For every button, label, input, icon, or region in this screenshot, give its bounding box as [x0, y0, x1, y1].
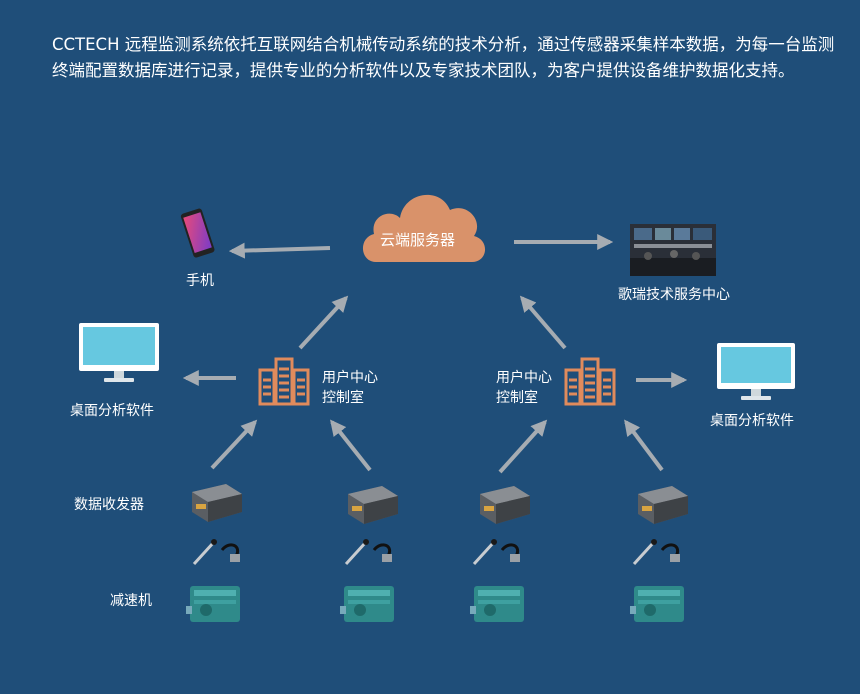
data-collector-icon	[192, 484, 242, 522]
reducer-label: 减速机	[110, 593, 152, 609]
vibration-sensor-icon	[632, 539, 680, 566]
service-center-label: 歌瑞技术服务中心	[618, 287, 730, 303]
data-collector-icon	[480, 486, 530, 524]
control-room-left-line2: 控制室	[322, 390, 364, 406]
intro-text: CCTECH 远程监测系统依托互联网结合机械传动系统的技术分析，通过传感器采集样…	[52, 35, 835, 80]
data-collector-icon	[348, 486, 398, 524]
arrow-cloud-to-phone	[228, 242, 331, 259]
control-room-label-right: 用户中心 控制室	[496, 368, 552, 408]
gearbox-icon	[630, 586, 684, 622]
data-collector-label: 数据收发器	[74, 497, 144, 513]
arrow-collector4-to-control-right	[624, 419, 664, 472]
desktop-software-label-left: 桌面分析软件	[70, 403, 154, 419]
control-room-right-line2: 控制室	[496, 390, 538, 406]
vibration-sensor-icon	[472, 539, 520, 566]
cloud-icon	[362, 194, 486, 262]
data-collector-icon	[638, 486, 688, 524]
control-room-right-line1: 用户中心	[496, 370, 552, 386]
arrow-collector3-to-control-right	[498, 419, 548, 474]
server-rack-icon-right	[564, 357, 616, 406]
vibration-sensor-icon	[192, 539, 240, 566]
arrow-collector2-to-control-left	[330, 419, 372, 472]
control-room-label-left: 用户中心 控制室	[322, 368, 378, 408]
arrow-control-right-to-cloud	[519, 295, 567, 350]
service-center-photo	[630, 224, 716, 276]
arrow-collector1-to-control-left	[210, 419, 258, 470]
monitor-icon-right	[717, 343, 795, 400]
phone-icon	[180, 208, 215, 258]
phone-label: 手机	[186, 273, 214, 289]
server-rack-icon-left	[258, 357, 310, 406]
arrow-control-left-to-cloud	[298, 295, 349, 350]
monitor-icon-left	[79, 323, 159, 382]
vibration-sensor-icon	[344, 539, 392, 566]
cloud-server-label: 云端服务器	[380, 231, 456, 249]
gearbox-icon	[186, 586, 240, 622]
gearbox-icon	[340, 586, 394, 622]
desktop-software-label-right: 桌面分析软件	[710, 413, 794, 429]
control-room-left-line1: 用户中心	[322, 370, 378, 386]
gearbox-icon	[470, 586, 524, 622]
